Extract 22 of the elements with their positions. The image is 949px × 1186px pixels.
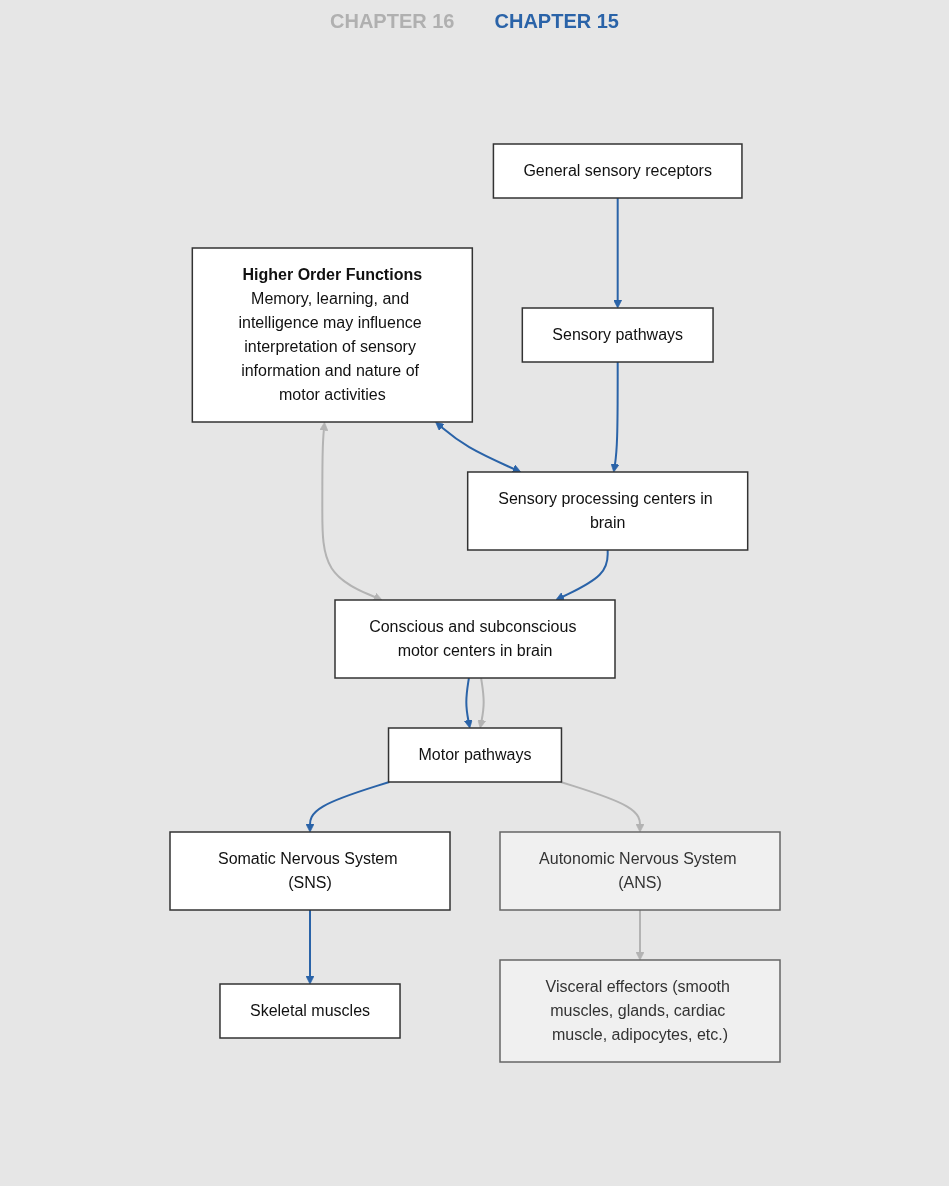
node-box: Sensory processing centers in brain xyxy=(466,471,748,551)
arrow xyxy=(434,421,521,473)
arrow xyxy=(463,677,473,729)
arrow xyxy=(612,197,622,309)
arrow xyxy=(610,361,619,473)
chapter-label: CHAPTER 15 xyxy=(494,10,619,33)
node-box: Autonomic Nervous System (ANS) xyxy=(498,831,781,911)
node-box: General sensory receptors xyxy=(492,143,743,199)
arrow xyxy=(635,909,644,961)
node-box: Somatic Nervous System (SNS) xyxy=(168,831,451,911)
node-box: Higher Order Functions Memory, learning, and intelligence may influence interpretation of sensory information and nature of motor activities xyxy=(191,247,473,423)
arrow xyxy=(554,549,609,601)
node-box: Motor pathways xyxy=(387,727,562,783)
arrow xyxy=(318,422,382,601)
node-box: Visceral effectors (smooth muscles, glands, cardiac muscle, adipocytes, etc.) xyxy=(498,959,781,1063)
node-box: Sensory pathways xyxy=(521,307,714,363)
arrow xyxy=(305,781,390,833)
node-box: Skeletal muscles xyxy=(218,983,401,1039)
arrow xyxy=(305,909,314,985)
arrow xyxy=(559,781,644,833)
node-box: Conscious and subconscious motor centers in brain xyxy=(333,599,616,679)
arrow xyxy=(476,677,486,729)
